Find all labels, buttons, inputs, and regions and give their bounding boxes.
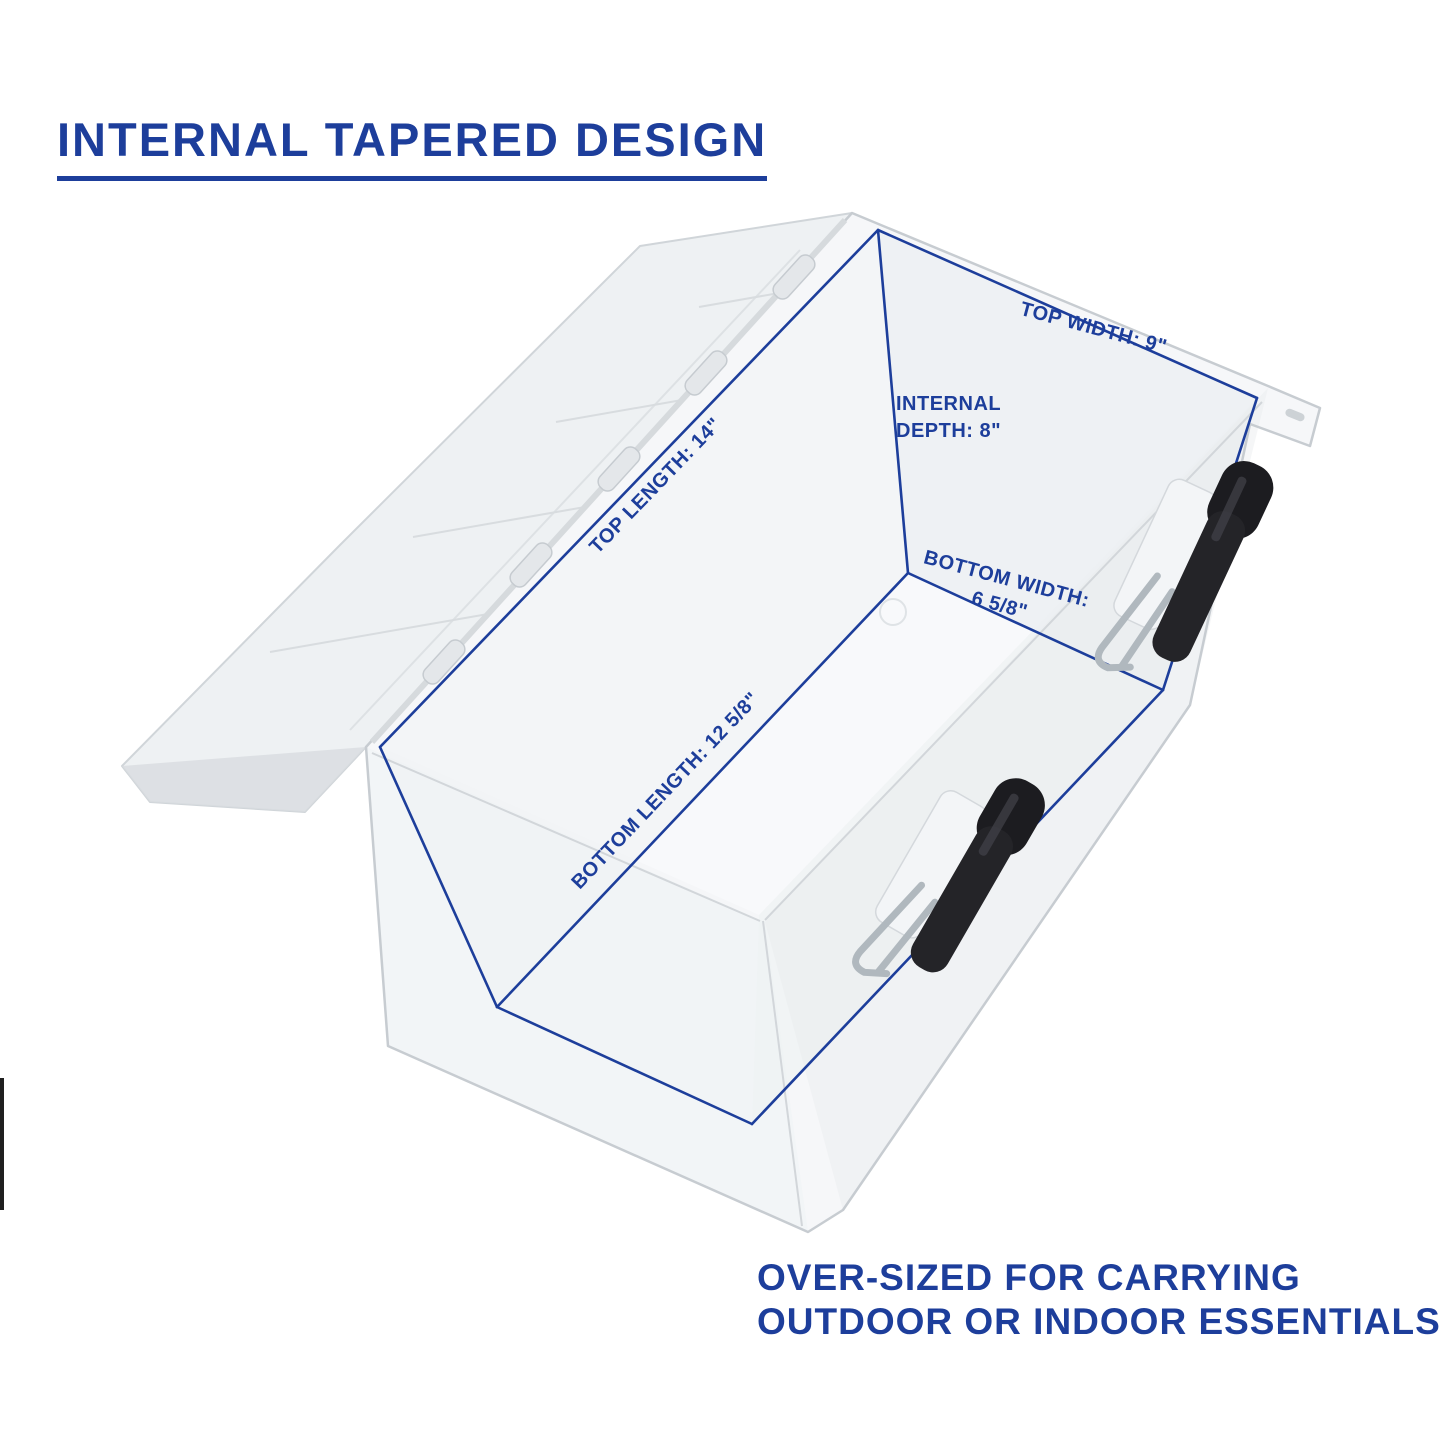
lid-edge: [122, 747, 366, 812]
box-edges: [364, 211, 1322, 1234]
hinge-knuckle: [509, 542, 553, 588]
latch-lower-lever-arm: [910, 826, 1014, 973]
footer-caption-line1: OVER-SIZED FOR CARRYING: [757, 1257, 1301, 1298]
latch-upper-bail: [1094, 572, 1161, 672]
hinge-knuckle: [597, 446, 641, 492]
page-title: INTERNAL TAPERED DESIGN: [57, 112, 768, 181]
left-edge-mark: [0, 1078, 4, 1210]
label-internal-depth-line2: DEPTH: 8": [896, 420, 1001, 442]
dimension-wireframe: [378, 228, 1259, 1126]
wire-bottom-length: [495, 571, 910, 1009]
latch-lower: [852, 778, 1045, 978]
latch-lower-bail-leg: [875, 898, 939, 975]
hinge-knuckle: [684, 350, 728, 396]
flange-slot: [1285, 408, 1305, 422]
lid-ribs: [269, 292, 780, 653]
hinge-knuckle: [772, 254, 816, 300]
lid-hinge: [369, 217, 848, 745]
front-corner-edge: [762, 920, 803, 1227]
box-outline: [364, 211, 1322, 1234]
wire-depth-left: [378, 745, 499, 1009]
latch-upper: [1094, 461, 1274, 672]
label-internal-depth-line1: INTERNAL: [896, 393, 1001, 415]
rim-edge-front: [371, 752, 761, 922]
latch-upper-lever-arm: [1152, 511, 1246, 662]
footer-caption: OVER-SIZED FOR CARRYING OUTDOOR OR INDOO…: [757, 1256, 1441, 1343]
lid-rib-line: [349, 249, 801, 731]
footer-caption-line2: OUTDOOR OR INDOOR ESSENTIALS: [757, 1300, 1441, 1342]
wire-top-width: [876, 228, 1259, 400]
wire-depth: [876, 228, 910, 575]
latch-upper-bail-leg: [1118, 588, 1176, 670]
wire-bottom-edge-front: [495, 1005, 754, 1126]
wire-top-length: [378, 228, 880, 749]
exterior-front-wall: [366, 747, 808, 1232]
box-lid: [121, 212, 853, 813]
latch-upper-highlight: [1211, 476, 1247, 542]
hinge-knuckle: [422, 639, 466, 685]
latch-lower-bail: [852, 881, 926, 978]
latch-lower-highlight: [978, 793, 1019, 856]
interior-front-wall: [380, 747, 759, 1124]
interior-mold-mark: [879, 598, 907, 626]
